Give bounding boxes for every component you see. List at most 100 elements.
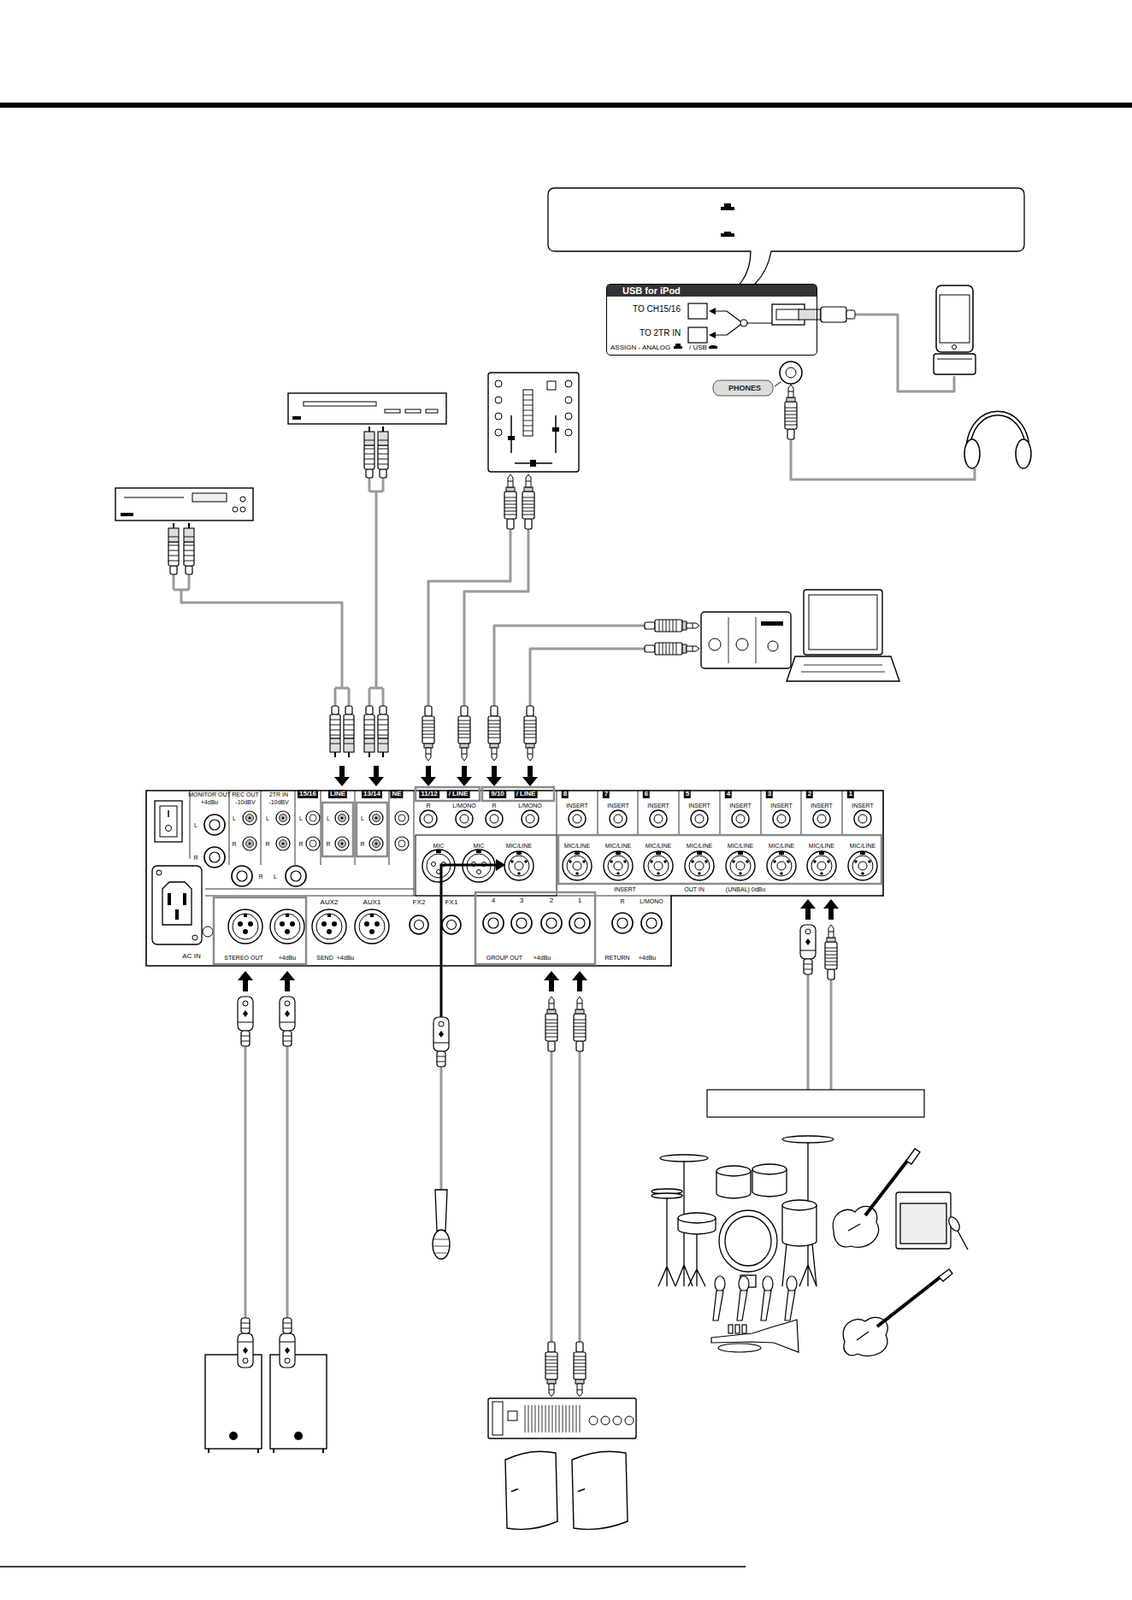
plugs [458,706,471,761]
output-plugs [800,925,816,975]
panel-jacks [285,866,307,887]
mixer-panel [165,825,172,832]
panel-jacks [409,915,429,935]
dj-mixer [488,372,579,472]
drum-kit [725,1216,772,1267]
panel-label: 1 [577,897,582,905]
usb-panel-art [740,319,748,327]
section-tag: 4 [725,790,732,799]
mic-route [495,859,506,872]
power-amp [601,1416,610,1426]
dvd-player [303,401,377,407]
cd-player [115,488,254,521]
panel-jacks [231,866,253,887]
plugs [168,523,179,575]
usb-panel-art [708,331,716,339]
section-tag: 7 [602,790,610,799]
panel-label: R [258,873,263,880]
mixer-panel [175,909,179,920]
dj-mixer [495,380,502,388]
panel-jacks [270,909,305,944]
section-tag: LINE [328,790,348,799]
panel-label: 2 [549,897,554,905]
cables [440,1067,443,1191]
output-plugs [573,996,586,1052]
section-tag: / LINE [447,790,471,799]
ipod [952,345,957,350]
audio-interface [767,641,779,652]
header-rule [0,102,1132,108]
bass-guitar [877,1277,941,1327]
drum-kit [658,1143,817,1287]
highlight-frames [322,802,354,857]
power-amp [589,1416,598,1426]
output-plugs [237,899,839,1068]
trumpet [728,1325,733,1334]
drum-kit [782,1136,834,1144]
panel-label: 3 [519,897,524,905]
main-speakers [205,1355,327,1454]
highlight-frames [558,835,882,885]
panel-label: FX1 [445,899,459,907]
output-plugs [823,899,839,920]
panel-jacks [369,811,384,826]
dj-mixer [523,389,533,437]
dvd-player [425,409,438,413]
laptop [786,589,900,682]
plugs [456,766,472,787]
panel-jacks [395,811,409,826]
panel-label: INSERT [647,802,670,809]
panel-jacks [562,851,592,881]
dj-mixer [495,396,502,404]
panel-jacks [335,837,349,851]
cd-player [240,507,246,513]
mixer-panel [156,870,162,876]
panel-label: MIC [433,843,445,849]
section-tag: / LINE [514,790,538,799]
audio-interface [708,638,721,651]
dj-mixer [495,412,502,420]
section-tag: 3 [766,790,773,799]
drum-kit [688,1229,817,1287]
cables [428,529,511,707]
panel-label: / USB [689,344,708,352]
main-speakers [270,1355,327,1450]
panel-label: AC IN [182,953,201,961]
ipod [937,359,973,360]
guitar-amp [900,1203,947,1245]
vocal-mics [736,1291,748,1321]
panel-label: L [232,815,236,822]
dj-mixer [565,429,572,437]
mixer-panel [146,790,884,967]
guitar-amp [957,1231,968,1250]
guitar-amp [848,1224,861,1232]
callout [724,203,732,207]
dj-mixer [495,429,502,437]
output-plugs [237,971,254,992]
panel-label: MIC [473,843,485,849]
guitar-amp [896,1192,951,1250]
guitar-amp [832,1149,968,1250]
panel-label: +4dBu [638,955,656,962]
trumpet [735,1325,740,1334]
vocal-mics [713,1291,724,1321]
cd-player [192,493,227,502]
highlight-frames [415,787,480,802]
dj-mixer [488,372,579,472]
section-tag: 5 [683,790,691,799]
usb-panel-art [606,283,818,356]
panel-jacks [731,810,749,828]
guitar-amp [865,1160,908,1216]
output-plugs [545,996,558,1052]
dj-mixer [552,427,560,432]
section-tag: 8 [561,790,569,799]
panel-jacks [569,913,590,934]
cables [369,477,384,707]
main-speakers [229,1432,238,1441]
panel-label: RETURN [604,955,630,962]
panel-label: +4dBu [533,955,551,962]
panel-label: MIC/LINE [645,843,672,849]
guitar-amp [946,1215,962,1234]
panel-label: INSERT [851,802,874,809]
panel-label: MIC/LINE [506,843,532,849]
